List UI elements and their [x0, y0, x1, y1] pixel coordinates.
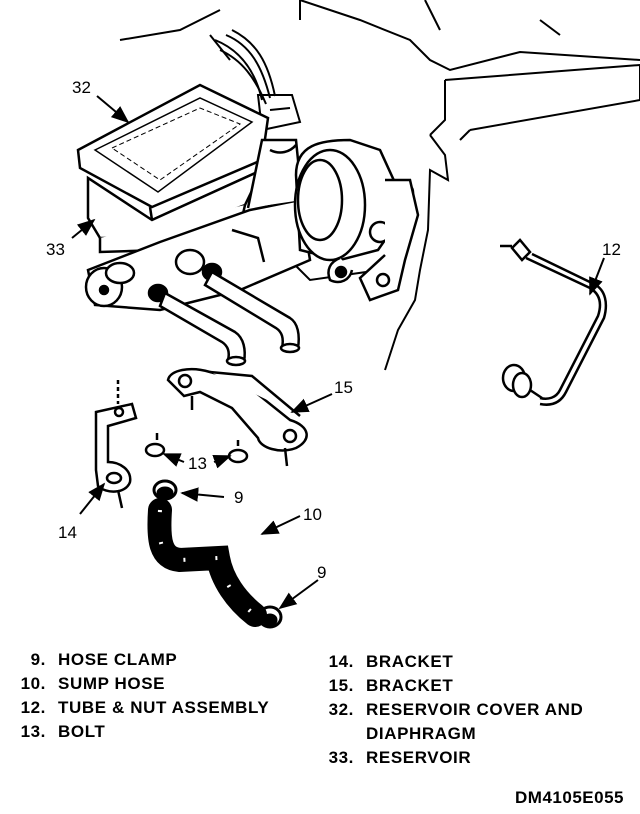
legend-item-number: 14. [328, 652, 354, 671]
callout-12: 12 [602, 240, 621, 259]
legend-item-number: 15. [328, 676, 354, 695]
legend-item: 10. SUMP HOSE [4, 672, 269, 696]
legend-item-text: DIAPHRAGM [366, 724, 477, 743]
legend-item-text: BRACKET [366, 676, 454, 695]
legend-item-number: 12. [20, 698, 46, 717]
sump-outlet-pipes [158, 270, 301, 367]
legend-item-number [312, 722, 354, 746]
bracket-14 [94, 380, 138, 509]
bolts-13 [144, 433, 249, 464]
reservoir-cover [76, 83, 270, 222]
callout-15: 15 [334, 378, 353, 397]
callout-10: 10 [303, 505, 322, 524]
legend-item: 15. BRACKET [312, 674, 583, 698]
leader-arrows [71, 95, 605, 610]
bracket-15 [166, 368, 308, 467]
legend-item-number: 32. [328, 700, 354, 719]
callout-32: 32 [72, 78, 91, 97]
legend-item-text: SUMP HOSE [58, 674, 166, 693]
legend-item-text: BOLT [58, 722, 106, 741]
legend-item: DIAPHRAGM [312, 722, 583, 746]
legend-item-number: 13. [20, 722, 46, 741]
legend-item-text: RESERVOIR [366, 748, 472, 767]
legend-item-text: BRACKET [366, 652, 454, 671]
callout-33: 33 [46, 240, 65, 259]
legend-item-text: TUBE & NUT ASSEMBLY [58, 698, 270, 717]
legend-item: 13. BOLT [4, 720, 269, 744]
brake-booster [293, 138, 420, 302]
exploded-view-diagram: 32 33 12 15 13 9 10 14 9 [46, 0, 640, 629]
legend-item: 33. RESERVOIR [312, 746, 583, 770]
tube-nut-assembly [500, 238, 608, 406]
sump-hose [147, 498, 267, 627]
legend-left-column: 9. HOSE CLAMP 10. SUMP HOSE 12. TUBE & NUT AS… [4, 648, 269, 744]
callout-14: 14 [58, 523, 77, 542]
legend-item-number: 33. [328, 748, 354, 767]
figure-id: DM4105E055 [515, 788, 624, 807]
legend-item: 14. BRACKET [312, 650, 583, 674]
wiring-harness [214, 29, 302, 132]
legend-item-text: HOSE CLAMP [58, 650, 178, 669]
callout-9-upper: 9 [234, 488, 243, 507]
legend-item-number: 9. [30, 650, 46, 669]
legend-right-column: 14. BRACKET 15. BRACKET 32. RESERVOIR COVER A… [312, 650, 583, 770]
legend-item: 12. TUBE & NUT ASSEMBLY [4, 696, 269, 720]
master-cylinder-body [84, 138, 312, 312]
legend-item-number: 10. [20, 674, 46, 693]
legend-item-text: RESERVOIR COVER AND [366, 700, 584, 719]
callout-9-lower: 9 [317, 563, 326, 582]
legend-item: 32. RESERVOIR COVER AND [312, 698, 583, 722]
legend-item: 9. HOSE CLAMP [4, 648, 269, 672]
callout-13: 13 [188, 454, 207, 473]
